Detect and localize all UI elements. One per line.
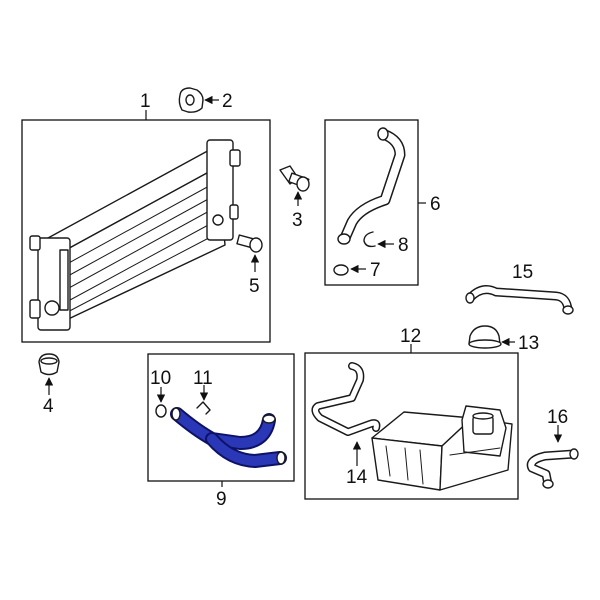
callout-14: 14 bbox=[346, 467, 368, 488]
callout-1: 1 bbox=[140, 91, 151, 112]
heater-hose[interactable] bbox=[526, 448, 579, 489]
lower-hose-group-box bbox=[147, 353, 295, 482]
stud[interactable] bbox=[236, 234, 263, 253]
lower-o-ring[interactable] bbox=[155, 404, 167, 418]
callout-11: 11 bbox=[193, 368, 213, 389]
callout-7: 7 bbox=[370, 260, 381, 281]
lower-clip[interactable] bbox=[196, 401, 211, 415]
callout-8: 8 bbox=[398, 235, 409, 256]
grommet[interactable] bbox=[38, 353, 60, 376]
callout-3: 3 bbox=[292, 210, 303, 231]
bolt[interactable] bbox=[279, 165, 310, 192]
callout-16: 16 bbox=[547, 407, 568, 428]
upper-o-ring[interactable] bbox=[333, 264, 349, 276]
upper-clamp[interactable] bbox=[363, 231, 376, 248]
bypass-hose[interactable] bbox=[465, 285, 574, 315]
coolant-reservoir[interactable] bbox=[371, 405, 513, 491]
callout-15: 15 bbox=[512, 262, 533, 283]
callout-5: 5 bbox=[249, 276, 260, 297]
callout-13: 13 bbox=[518, 333, 539, 354]
callout-12: 12 bbox=[400, 326, 421, 347]
reservoir-cap[interactable] bbox=[468, 325, 502, 349]
callout-4: 4 bbox=[43, 396, 54, 417]
radiator[interactable] bbox=[29, 139, 241, 331]
callout-9: 9 bbox=[216, 489, 227, 510]
callout-6: 6 bbox=[430, 194, 441, 215]
reservoir-hose[interactable] bbox=[311, 362, 381, 436]
callout-10: 10 bbox=[150, 368, 171, 389]
upper-radiator-hose[interactable] bbox=[337, 127, 406, 245]
lower-radiator-hose-highlighted[interactable] bbox=[170, 407, 287, 468]
isolator-bushing[interactable] bbox=[178, 87, 204, 113]
callout-2: 2 bbox=[222, 91, 233, 112]
